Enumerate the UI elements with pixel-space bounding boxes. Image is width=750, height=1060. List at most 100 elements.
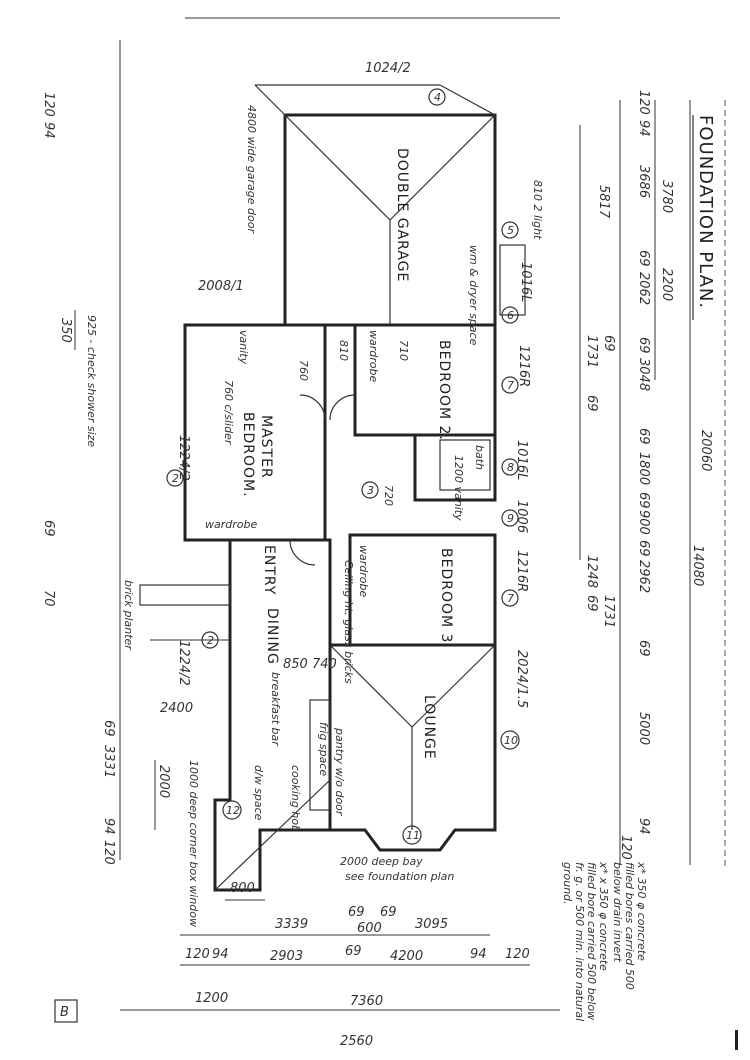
annotation-garage-door: 4800 wide garage door <box>245 105 258 234</box>
dim-value: 69 <box>348 905 365 920</box>
note-text: filled bores carried 500 <box>623 862 636 990</box>
annotation-door: 810 <box>337 340 350 361</box>
annotation-dw-space: d/w space <box>252 765 265 821</box>
room-bedroom-3: BEDROOM 3. <box>438 548 454 649</box>
annotation-dims: 850 740 <box>283 657 337 672</box>
room-master: MASTER <box>258 415 274 479</box>
dim-value: 69 <box>636 250 651 267</box>
dining-entry-walls <box>213 538 332 892</box>
annotation-shower: 925 - check shower size <box>85 315 98 447</box>
dim-value: 350 <box>58 318 73 343</box>
annotation-window: 2024/1.5 <box>514 650 529 708</box>
dim-value: 2062 <box>636 272 651 305</box>
left-dimensions: 120 94 350 2400 2000 69 3331 94 120 69 7… <box>41 92 193 865</box>
annotation-wardrobe: wardrobe <box>205 518 257 531</box>
dim-value: 94 <box>212 947 229 962</box>
room-bath: bath <box>473 445 486 470</box>
annotation-window: 1016L <box>518 262 533 302</box>
room-double-garage: DOUBLE GARAGE <box>394 148 410 282</box>
dim-overall: 20060 <box>698 430 713 471</box>
dim-value: 120 <box>618 835 633 860</box>
dim-value: 4200 <box>390 949 423 964</box>
dim-value: 2962 <box>636 560 651 593</box>
annotation-window: 1024/2 <box>365 61 411 76</box>
dim-2200: 2200 <box>659 268 674 301</box>
room-entry: ENTRY <box>261 545 277 595</box>
dim-value: 69 <box>636 540 651 557</box>
dim-value: 1731 <box>584 335 599 368</box>
annotation-window: 1216R <box>516 345 531 387</box>
section-stamp-box <box>54 999 78 1023</box>
annotation-door: 710 <box>397 340 410 361</box>
dim-value: 1731 <box>601 595 616 628</box>
window-markers: 4 5 6 7 8 9 7 10 11 12 2 2 3 <box>166 88 520 845</box>
dimension-lines <box>74 17 726 1011</box>
edge-mark <box>735 1030 738 1050</box>
dim-value: 3339 <box>275 917 308 932</box>
dim-value: 120 <box>505 947 530 962</box>
note-text: fr. g. or 500 min. into natural <box>573 862 586 1021</box>
annotation-brick-planter: brick planter <box>122 580 135 651</box>
room-dining: DINING <box>264 608 280 665</box>
window-marker: 11 <box>406 829 420 842</box>
dim-value: 70 <box>41 590 56 607</box>
dim-value: 69 <box>380 905 397 920</box>
window-marker: 9 <box>507 512 514 525</box>
note-text: x* x 350 φ concrete <box>597 861 610 971</box>
foundation-notes: x* 350 φ concrete filled bores carried 5… <box>561 861 648 1021</box>
dim-value: 3686 <box>636 165 651 198</box>
note-text: ground. <box>561 862 574 905</box>
annotation-window: 1224/2 <box>176 435 191 481</box>
dim-value: 94 <box>41 122 56 139</box>
dim-value: 3048 <box>636 358 651 391</box>
dim-column-1: 120 94 3686 69 2062 69 3048 69 1800 69 9… <box>618 90 651 860</box>
window-marker: 8 <box>507 461 514 474</box>
room-lounge: LOUNGE <box>421 695 437 760</box>
annotation-window: 1006 <box>514 500 529 533</box>
annotation-window: 2008/1 <box>198 279 244 294</box>
dim-column-2: 5817 69 1731 69 1248 1731 69 <box>584 185 616 628</box>
window-marker: 6 <box>507 309 514 322</box>
dim-value: 69 <box>584 395 599 412</box>
dim-value: 800 <box>230 881 255 896</box>
annotation-cooking-hob: cooking hob <box>289 765 302 832</box>
dim-value: 69 <box>345 944 362 959</box>
annotation-door: 760 <box>297 360 310 381</box>
dim-value: 69 <box>101 720 116 737</box>
annotation-window: 1216R <box>514 550 529 592</box>
dim-value: 69 <box>601 335 616 352</box>
annotation-slider: 760 c/slider <box>222 380 235 446</box>
annotation-window: 1016L <box>514 440 529 480</box>
window-marker: 7 <box>507 379 514 392</box>
window-marker: 2 <box>207 634 214 647</box>
annotation-wardrobe: wardrobe <box>357 545 370 597</box>
wm-dryer-outline <box>499 244 526 316</box>
annotation-breakfast-bar: breakfast bar <box>269 672 282 747</box>
annotation-box-window: 1000 deep corner box window <box>187 760 200 927</box>
dim-value: 600 <box>357 921 382 936</box>
dim-value: 5817 <box>596 185 611 219</box>
dim-value: 120 <box>101 840 116 865</box>
window-marker: 7 <box>507 592 514 605</box>
annotation-wardrobe: wardrobe <box>367 330 380 382</box>
dim-14080: 14080 <box>690 545 705 586</box>
dim-value: 2560 <box>340 1034 373 1049</box>
dim-value: 94 <box>636 120 651 137</box>
annotation-light: 810 2 light <box>531 180 544 240</box>
dim-value: 2000 <box>156 765 171 798</box>
dim-value: 69 <box>636 640 651 657</box>
annotation-vanity: 1200 vanity <box>452 455 465 521</box>
lounge-walls <box>328 643 497 852</box>
dim-value: 69 <box>636 492 651 509</box>
dim-value: 94 <box>636 818 651 835</box>
annotation-wm-dryer: wm & dryer space <box>467 245 480 346</box>
bath-walls <box>413 433 497 502</box>
dim-value: 94 <box>470 947 487 962</box>
bedroom-3-walls <box>348 533 497 647</box>
window-marker: 4 <box>434 91 441 104</box>
annotation-vanity: vanity <box>237 330 250 365</box>
note-text: filled bore carried 500 below <box>585 862 598 1020</box>
dim-value: 69 <box>636 428 651 445</box>
dim-value: 69 <box>41 520 56 537</box>
